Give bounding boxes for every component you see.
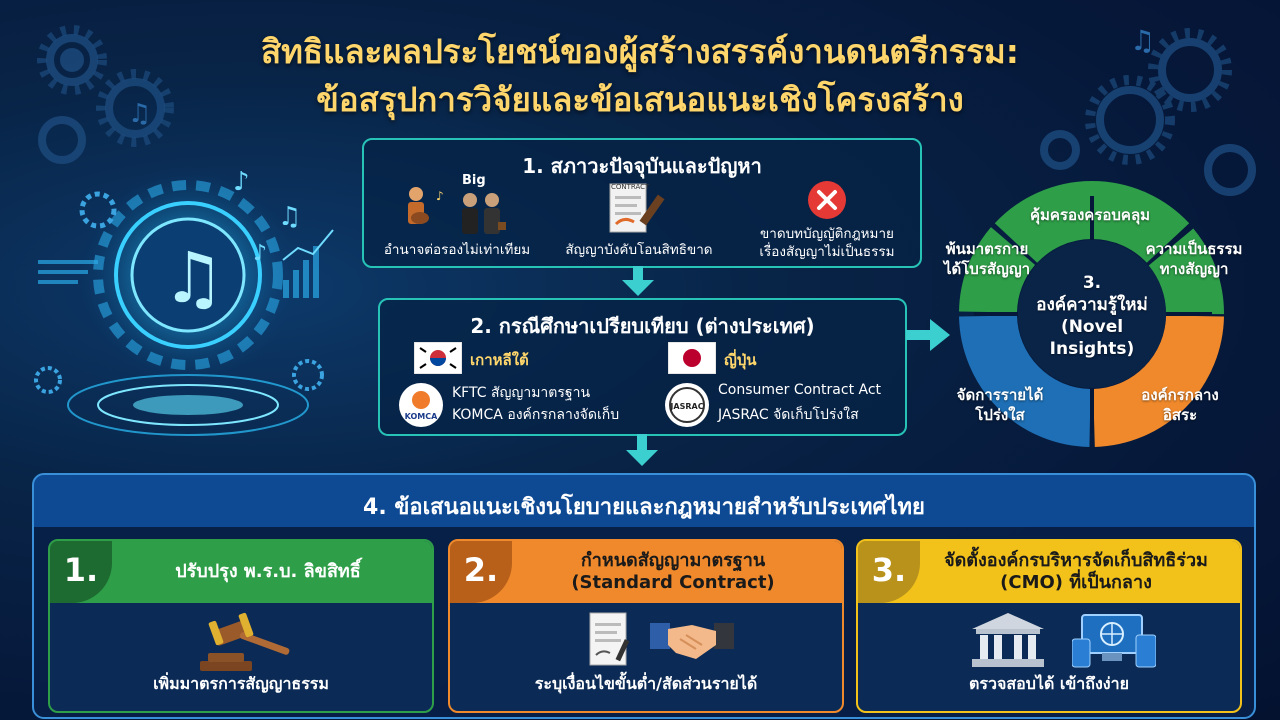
item3-text1: ขาดบทบัญญัติกฎหมาย	[760, 226, 894, 242]
ring-segment-revenue-2: โปร่งใส	[975, 406, 1025, 424]
card1-footer: เพิ่มมาตรการสัญญาธรรม	[153, 674, 329, 693]
current-situation-panel: 1. สภาวะปัจจุบันและปัญหา ♪ Big อำนาจต่อร…	[362, 138, 922, 268]
korea-line2: KOMCA องค์กรกลางจัดเก็บ	[452, 407, 620, 423]
handshake-icon	[650, 623, 734, 659]
japan-line1: Consumer Contract Act	[718, 382, 882, 398]
contract-signing-icon	[609, 183, 665, 233]
section2-title: 2. กรณีศึกษาเปรียบเทียบ (ต่างประเทศ)	[470, 314, 815, 338]
card2-title-line1: กำหนดสัญญามาตรฐาน	[580, 550, 766, 571]
item3-text2: เรื่องสัญญาไม่เป็นธรรม	[759, 244, 895, 260]
musician-vs-big-company-icon: ♪	[408, 187, 506, 234]
svg-text:JASRAC: JASRAC	[669, 402, 703, 411]
ring-segment-revenue-1: จัดการรายได้	[956, 386, 1044, 404]
japan-flag-icon	[668, 342, 716, 374]
svg-text:♫: ♫	[1130, 24, 1155, 57]
policy-recommendations-panel: 4. ข้อเสนอแนะเชิงนโยบายและกฎหมายสำหรับปร…	[32, 473, 1256, 719]
item2-text: สัญญาบังคับโอนสิทธิขาด	[565, 242, 713, 258]
svg-text:♪: ♪	[253, 241, 267, 266]
card1-title: ปรับปรุง พ.ร.บ. ลิขสิทธิ์	[175, 561, 361, 582]
recommendation-card-3: 3. จัดตั้งองค์กรบริหารจัดเก็บสิทธิร่วม (…	[856, 539, 1242, 713]
big-label: Big	[462, 173, 486, 188]
card3-title-line1: จัดตั้งองค์กรบริหารจัดเก็บสิทธิร่วม	[944, 550, 1208, 571]
card3-header	[858, 541, 1240, 603]
item1-text: อำนาจต่อรองไม่เท่าเทียม	[383, 242, 531, 258]
novel-insights-ring	[959, 181, 1225, 447]
section4-title: 4. ข้อเสนอแนะเชิงนโยบายและกฎหมายสำหรับปร…	[363, 495, 925, 520]
arrow-down-icon-2	[626, 434, 658, 466]
devices-icon	[1072, 614, 1156, 668]
ring-center: 3. องค์ความรู้ใหม่ (Novel Insights)	[1022, 272, 1162, 360]
card2-title-line2: (Standard Contract)	[571, 572, 775, 593]
card3-title-line2: (CMO) ที่เป็นกลาง	[1000, 572, 1152, 593]
ring-center-sub2: Insights)	[1049, 339, 1135, 359]
ring-segment-fairness-2: ทางสัญญา	[1159, 260, 1229, 278]
card1-header	[50, 541, 432, 603]
jasrac-logo: JASRAC	[665, 383, 709, 427]
page-title: สิทธิและผลประโยชน์ของผู้สร้างสรรค์งานดนต…	[0, 28, 1280, 124]
gavel-icon	[200, 612, 290, 671]
japan-line2: JASRAC จัดเก็บโปร่งใส	[718, 407, 859, 423]
svg-text:♫: ♫	[128, 99, 151, 129]
card2-number: 2.	[450, 541, 512, 603]
title-line2: ข้อสรุปการวิจัยและข้อเสนอแนะเชิงโครงสร้า…	[316, 80, 964, 119]
ring-segment-left-2: ได้โบรสัญญา	[943, 260, 1031, 278]
card3-title: จัดตั้งองค์กรบริหารจัดเก็บสิทธิร่วม (CMO…	[920, 541, 1232, 603]
ring-segment-coverage: คุ้มครองครอบคลุม	[1029, 206, 1151, 224]
ring-center-sub1: (Novel	[1060, 317, 1124, 337]
korea-label: เกาหลีใต้	[470, 351, 529, 369]
svg-text:♪: ♪	[436, 189, 444, 203]
svg-text:♪: ♪	[233, 167, 250, 197]
arrow-right-icon	[906, 319, 950, 351]
arrow-down-icon	[622, 266, 654, 296]
red-x-icon	[808, 181, 846, 219]
section1-title: 1. สภาวะปัจจุบันและปัญหา	[522, 154, 762, 178]
card2-title: กำหนดสัญญามาตรฐาน (Standard Contract)	[512, 541, 834, 603]
ring-center-title: องค์ความรู้ใหม่	[1036, 295, 1148, 315]
recommendation-card-1: 1. ปรับปรุง พ.ร.บ. ลิขสิทธิ์ เพิ่มมาตรกา…	[48, 539, 434, 713]
japan-label: ญี่ปุ่น	[724, 351, 757, 369]
contract-label: CONTRACT	[611, 183, 650, 191]
south-korea-flag-icon	[414, 342, 462, 374]
ring-segment-independent-1: องค์กรกลาง	[1141, 386, 1219, 404]
korea-line1: KFTC สัญญามาตรฐาน	[452, 385, 591, 401]
comparative-case-panel: 2. กรณีศึกษาเปรียบเทียบ (ต่างประเทศ) เกา…	[378, 298, 907, 436]
ring-segment-independent-2: อิสระ	[1162, 406, 1198, 424]
institution-building-icon	[972, 613, 1044, 667]
music-tech-illustration: ♫ ♪ ♫ ♪	[34, 165, 334, 436]
ring-center-number: 3.	[1082, 273, 1102, 293]
ring-segment-left-1: พ้นมาตรกาย	[945, 240, 1029, 258]
svg-text:♫: ♫	[162, 237, 225, 319]
card2-footer: ระบุเงื่อนไขขั้นต่ำ/สัดส่วนรายได้	[534, 674, 758, 693]
title-line1: สิทธิและผลประโยชน์ของผู้สร้างสรรค์งานดนต…	[261, 32, 1019, 71]
contract-document-icon	[589, 612, 630, 666]
komca-logo: KOMCA	[399, 383, 443, 427]
svg-text:♫: ♫	[278, 202, 301, 232]
svg-text:KOMCA: KOMCA	[405, 412, 438, 421]
ring-segment-fairness-1: ความเป็นธรรม	[1145, 240, 1243, 258]
card2-header	[450, 541, 842, 603]
card3-footer: ตรวจสอบได้ เข้าถึงง่าย	[969, 674, 1129, 693]
recommendation-card-2: 2. กำหนดสัญญามาตรฐาน (Standard Contract)…	[448, 539, 844, 713]
